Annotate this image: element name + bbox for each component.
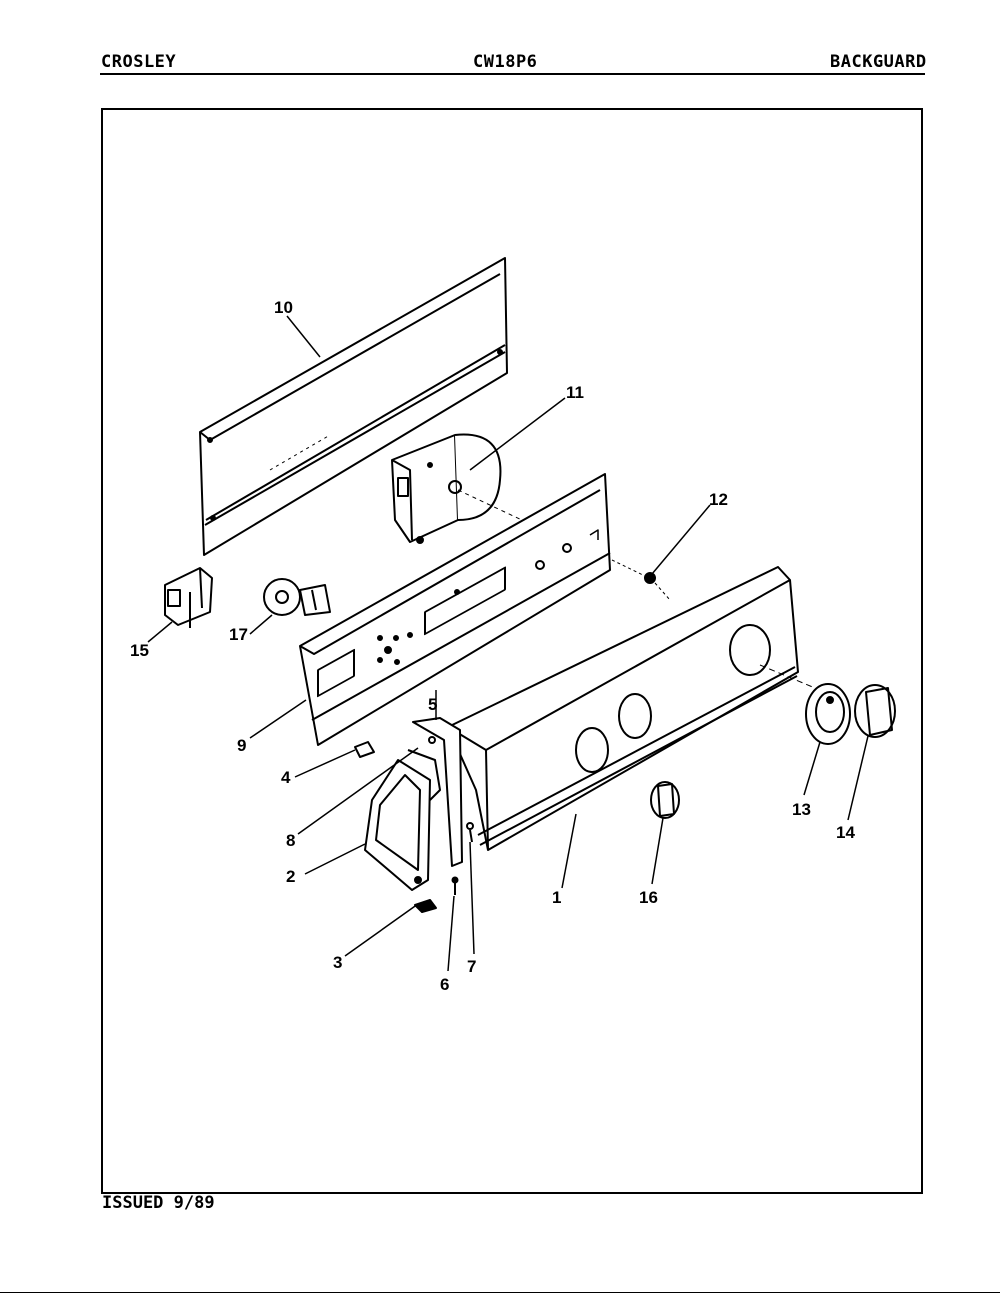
- issued-date: ISSUED 9/89: [102, 1193, 215, 1213]
- callout-9: 9: [237, 736, 246, 755]
- callout-3: 3: [333, 953, 342, 972]
- header-rule: [100, 73, 925, 75]
- part-17-switch: [263, 578, 331, 616]
- callout-13: 13: [792, 800, 811, 819]
- callout-4: 4: [281, 768, 291, 787]
- part-7-screw: [466, 822, 474, 843]
- leader-lines: [147, 315, 869, 972]
- callout-16: 16: [639, 888, 658, 907]
- page-bottom-rule: [0, 1292, 1000, 1293]
- part-13-dial: [805, 683, 851, 745]
- part-6-screw: [451, 876, 459, 895]
- part-16-knob: [650, 781, 680, 819]
- model-label: CW18P6: [473, 52, 538, 72]
- callout-6: 6: [440, 975, 449, 994]
- part-12-screw: [611, 559, 671, 601]
- section-label: BACKGUARD: [830, 52, 927, 72]
- callout-7: 7: [467, 957, 476, 976]
- brand-label: CROSLEY: [101, 52, 177, 72]
- part-8-clip: [407, 736, 441, 801]
- callout-10: 10: [274, 298, 293, 317]
- callout-14: 14: [836, 823, 855, 842]
- part-1-front-console: [447, 566, 816, 851]
- part-9-control-panel: [299, 473, 611, 746]
- part-5-strip: [412, 717, 463, 867]
- part-15-switch: [164, 567, 213, 628]
- part-14-knob: [854, 684, 896, 738]
- callout-5: 5: [428, 695, 437, 714]
- callout-17: 17: [229, 625, 248, 644]
- part-2-bracket: [364, 759, 431, 891]
- part-3-clip: [414, 899, 437, 913]
- part-4-clip: [354, 741, 375, 758]
- callout-11: 11: [566, 383, 584, 402]
- callout-15: 15: [130, 641, 149, 660]
- callout-12: 12: [709, 490, 728, 509]
- callout-1: 1: [552, 888, 561, 907]
- part-10-rear-panel: [199, 257, 508, 556]
- callout-2: 2: [286, 867, 295, 886]
- callout-8: 8: [286, 831, 295, 850]
- diagram-frame: [101, 108, 923, 1194]
